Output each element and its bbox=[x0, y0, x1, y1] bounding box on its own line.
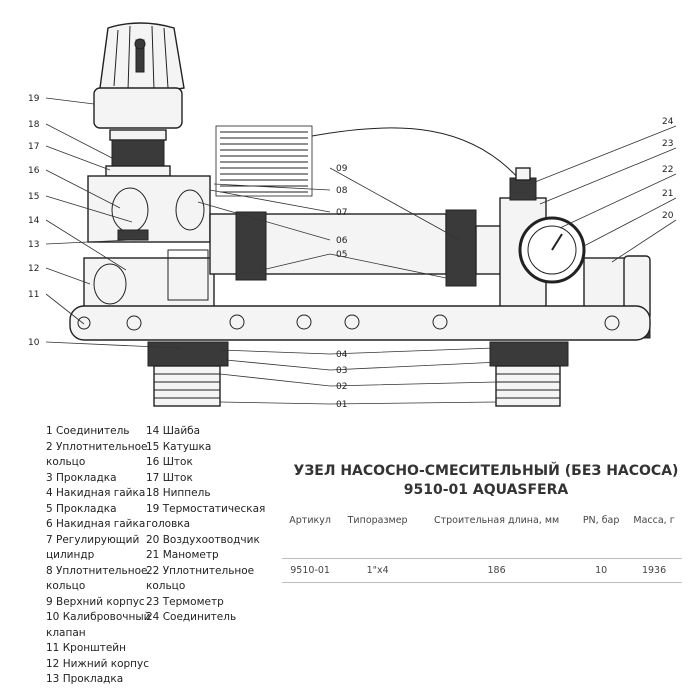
bottom-connector-right bbox=[489, 341, 569, 407]
product-title-line-2: 9510-01 AQUASFERA bbox=[403, 482, 569, 498]
cell-length: 186 bbox=[416, 558, 577, 583]
bottom-connector-left bbox=[147, 341, 229, 407]
legend-item: 2 Уплотнительное кольцо bbox=[46, 440, 148, 469]
leader-lines bbox=[45, 97, 677, 405]
callout-02: 02 bbox=[336, 382, 347, 392]
callout-15: 15 bbox=[28, 192, 39, 202]
bracket bbox=[69, 305, 651, 341]
callout-06: 06 bbox=[336, 236, 348, 246]
legend-item: 23 Термометр bbox=[146, 595, 224, 608]
nipple bbox=[105, 129, 171, 177]
header-size: Типоразмер bbox=[347, 515, 408, 526]
callout-08: 08 bbox=[336, 186, 348, 196]
legend-item: 19 Термостатическая головка bbox=[146, 502, 266, 531]
legend-item: 13 Прокладка bbox=[46, 673, 124, 685]
legend-item: 11 Кронштейн bbox=[46, 642, 126, 654]
callout-12: 12 bbox=[28, 264, 39, 274]
callout-03: 03 bbox=[336, 366, 347, 376]
legend-item: 20 Воздухоотводчик bbox=[146, 533, 260, 546]
table-header-row: Артикул Типоразмер Строительная длина, м… bbox=[282, 510, 682, 559]
legend-column-2: 14 Шайба 15 Катушка 16 Шток 17 Шток 18 Н… bbox=[146, 424, 271, 626]
cell-pressure: 10 bbox=[576, 558, 627, 583]
cell-size: 1"x4 bbox=[338, 558, 417, 583]
legend-item: 24 Соединитель bbox=[146, 611, 237, 623]
callout-01: 01 bbox=[336, 400, 347, 410]
legend-item: 18 Ниппель bbox=[146, 487, 211, 499]
callout-05: 05 bbox=[336, 250, 347, 260]
left-valve-body bbox=[83, 175, 215, 309]
cell-mass: 1936 bbox=[626, 558, 682, 583]
spec-table: Артикул Типоразмер Строительная длина, м… bbox=[282, 510, 682, 583]
connecting-pipe bbox=[209, 209, 513, 287]
legend-item: 12 Нижний корпус bbox=[46, 657, 150, 670]
callout-20: 20 bbox=[662, 211, 674, 221]
callout-22: 22 bbox=[662, 165, 673, 175]
product-title-line-1: УЗЕЛ НАСОСНО-СМЕСИТЕЛЬНЫЙ (БЕЗ НАСОСА) bbox=[293, 463, 679, 479]
capillary-coil bbox=[215, 125, 521, 197]
header-length: Строительная длина, мм bbox=[433, 515, 560, 526]
callout-14: 14 bbox=[28, 216, 40, 226]
header-article: Артикул bbox=[289, 515, 331, 526]
callout-19: 19 bbox=[28, 94, 40, 104]
header-pressure: PN, бар bbox=[582, 515, 620, 526]
legend-item: 21 Манометр bbox=[146, 549, 219, 561]
callout-17: 17 bbox=[28, 142, 39, 152]
legend-item: 1 Соединитель bbox=[46, 425, 130, 437]
legend-item: 17 Шток bbox=[146, 471, 193, 484]
legend-item: 22 Уплотнительное кольцо bbox=[146, 564, 255, 593]
legend-item: 8 Уплотнительное кольцо bbox=[46, 564, 148, 593]
product-title: УЗЕЛ НАСОСНО-СМЕСИТЕЛЬНЫЙ (БЕЗ НАСОСА) 9… bbox=[272, 462, 700, 500]
legend-item: 6 Накидная гайка bbox=[46, 518, 146, 530]
thermostatic-head bbox=[93, 22, 185, 129]
legend-item: 16 Шток bbox=[146, 456, 193, 468]
legend-item: 5 Прокладка bbox=[46, 502, 117, 515]
callout-11: 11 bbox=[28, 290, 39, 300]
legend-item: 3 Прокладка bbox=[46, 471, 117, 484]
table-row: 9510-01 1"x4 186 10 1936 bbox=[282, 558, 682, 583]
legend-column-1: 1 Соединитель 2 Уплотнительное кольцо 3 … bbox=[46, 424, 176, 688]
callout-13: 13 bbox=[28, 240, 39, 250]
callout-24: 24 bbox=[662, 117, 674, 127]
legend-item: 7 Регулирующий цилиндр bbox=[46, 533, 140, 562]
callout-23: 23 bbox=[662, 139, 673, 149]
callout-16: 16 bbox=[28, 166, 40, 176]
callout-21: 21 bbox=[662, 189, 673, 199]
callout-07: 07 bbox=[336, 208, 347, 218]
callout-10: 10 bbox=[28, 338, 40, 348]
callouts: 19 18 17 16 15 14 13 12 11 10 09 08 07 0… bbox=[28, 94, 674, 410]
parts-legend: 1 Соединитель 2 Уплотнительное кольцо 3 … bbox=[0, 424, 280, 696]
legend-item: 4 Накидная гайка bbox=[46, 487, 146, 499]
callout-09: 09 bbox=[336, 164, 348, 174]
callout-04: 04 bbox=[336, 350, 348, 360]
legend-item: 9 Верхний корпус bbox=[46, 595, 145, 608]
callout-18: 18 bbox=[28, 120, 40, 130]
legend-item: 14 Шайба bbox=[146, 425, 201, 437]
legend-item: 15 Катушка bbox=[146, 440, 212, 453]
legend-item: 10 Калибровочный клапан bbox=[46, 611, 151, 639]
header-mass: Масса, г bbox=[633, 515, 675, 526]
cell-article: 9510-01 bbox=[282, 558, 339, 583]
assembly-drawing: 19 18 17 16 15 14 13 12 11 10 09 08 07 0… bbox=[28, 22, 677, 410]
